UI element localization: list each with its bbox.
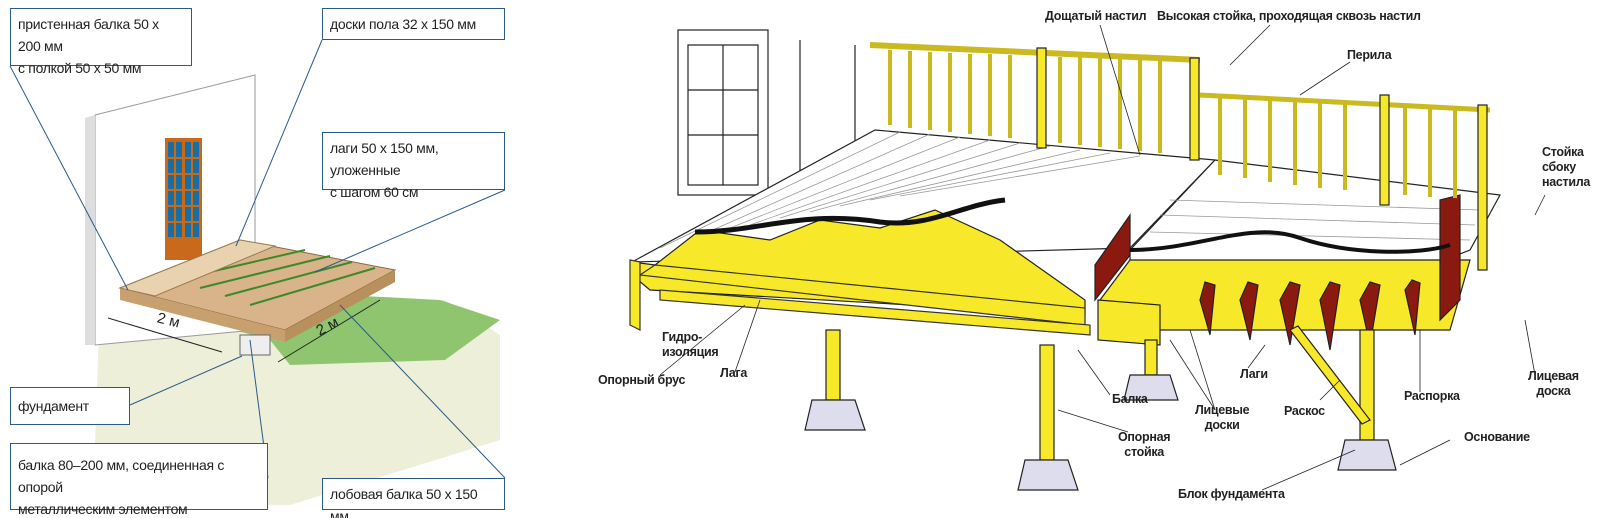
label-line: доски (1204, 418, 1240, 432)
label-line: доска (1536, 384, 1571, 398)
callout-floor-boards: доски пола 32 х 150 мм (322, 8, 505, 40)
footings (804, 374, 1397, 491)
label-line: Гидро- (662, 330, 703, 344)
label-waterproofing: Гидро- изоляция (662, 330, 719, 360)
callout-text: балка 80–200 мм, соединенная с опорой (18, 457, 225, 495)
callout-beam-metal: балка 80–200 мм, соединенная с опорой ме… (10, 443, 268, 517)
right-deck-illustration (629, 24, 1546, 491)
label-line: Лицевая (1528, 369, 1579, 383)
label-line: Опорная (1118, 430, 1171, 444)
label-rim-board: Лицевая доска (1528, 369, 1579, 399)
label-line: стойка (1124, 445, 1164, 459)
label-line: сбоку (1542, 160, 1576, 174)
callout-foundation: фундамент (10, 387, 130, 425)
label-line: изоляция (662, 345, 719, 359)
label-joist: Лага (720, 366, 747, 380)
label-brace: Раскос (1284, 404, 1325, 418)
callout-text: лобовая балка 50 х 150 мм (330, 486, 478, 518)
label-blocking: Распорка (1404, 389, 1460, 403)
label-base: Основание (1464, 430, 1530, 444)
label-side-post: Стойка сбоку настила (1542, 145, 1590, 190)
callout-text: доски пола 32 х 150 мм (330, 16, 476, 32)
callout-text: с шагом 60 см (330, 184, 419, 200)
label-joists: Лаги (1240, 367, 1268, 381)
label-line: Лицевые (1195, 403, 1250, 417)
callout-text: металлическим элементом (18, 501, 188, 517)
label-footing: Блок фундамента (1178, 487, 1285, 501)
callout-text: пристенная балка 50 х 200 мм (18, 16, 159, 54)
label-line: настила (1542, 175, 1591, 189)
label-railing: Перила (1347, 48, 1392, 62)
callout-joists: лаги 50 х 150 мм, уложенные с шагом 60 с… (322, 132, 505, 200)
callout-text: лаги 50 х 150 мм, уложенные (330, 140, 439, 178)
callout-wall-beam: пристенная балка 50 х 200 мм с полкой 50… (10, 8, 192, 76)
posts (825, 325, 1375, 461)
label-rim-boards: Лицевые доски (1195, 403, 1250, 433)
callout-text: с полкой 50 х 50 мм (18, 60, 142, 76)
foundation (239, 334, 271, 356)
callout-front-beam: лобовая балка 50 х 150 мм (322, 478, 505, 518)
railings (869, 42, 1491, 271)
label-line: Стойка (1542, 145, 1584, 159)
callout-text: фундамент (18, 398, 89, 414)
label-support-post: Опорная стойка (1118, 430, 1171, 460)
left-terrace-illustration (9, 39, 506, 505)
leader-lines (659, 24, 1546, 491)
label-deck-boards: Дощатый настил (1045, 9, 1147, 23)
label-ledger: Опорный брус (598, 373, 686, 387)
label-beam: Балка (1112, 392, 1148, 406)
label-tall-post: Высокая стойка, проходящая сквозь настил (1157, 9, 1421, 23)
